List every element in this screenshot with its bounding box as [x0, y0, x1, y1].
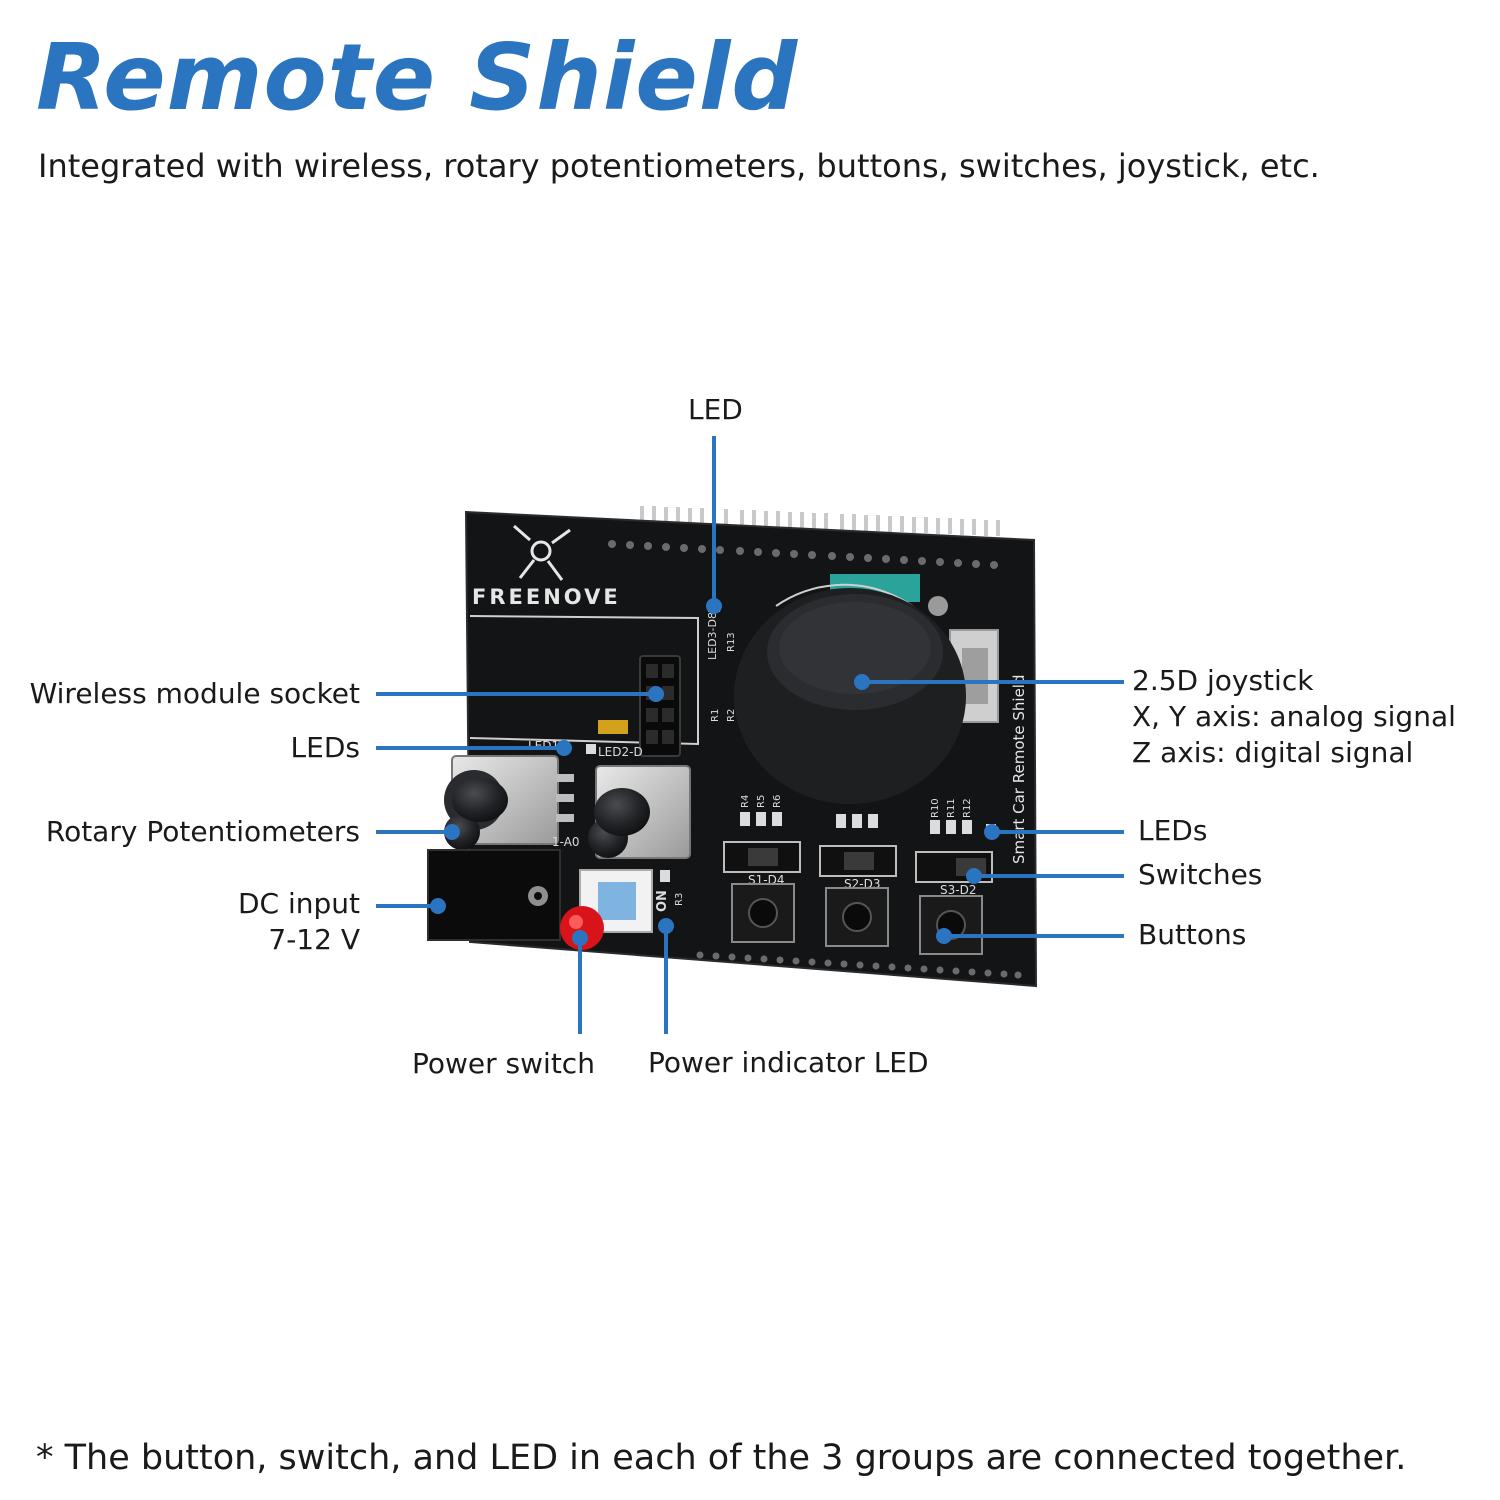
svg-text:R4: R4 — [740, 795, 751, 808]
led2 — [586, 744, 596, 754]
svg-text:R5: R5 — [756, 795, 767, 808]
leader-lines — [376, 436, 1124, 1034]
wireless-module-outline — [469, 615, 699, 746]
label-rotary-potentiometers: Rotary Potentiometers — [45, 815, 360, 848]
tactile-buttons — [731, 883, 983, 955]
page-subtitle: Integrated with wireless, rotary potenti… — [38, 147, 1320, 185]
svg-text:R6: R6 — [772, 795, 783, 808]
power-switch-body — [560, 869, 653, 950]
rotary-potentiometer-1 — [444, 755, 574, 850]
brand-text: FREENOVE — [472, 585, 621, 609]
label-wireless-module-socket: Wireless module socket — [29, 677, 360, 710]
svg-text:R2: R2 — [726, 709, 737, 722]
footnote: * The button, switch, and LED in each of… — [36, 1438, 1407, 1478]
svg-text:R1: R1 — [710, 709, 721, 722]
bottom-holes — [696, 951, 1022, 979]
svg-text:R12: R12 — [962, 798, 973, 818]
rotary-potentiometer-2 — [588, 765, 691, 859]
header-pins — [640, 506, 1000, 536]
capacitor — [598, 720, 628, 734]
joystick-module — [734, 574, 999, 804]
svg-text:ON: ON — [655, 890, 670, 912]
svg-text:LED3-D8: LED3-D8 — [706, 612, 719, 660]
label-power-switch: Power switch — [412, 1047, 595, 1080]
svg-text:1-A0: 1-A0 — [552, 835, 580, 849]
label-dc-input: DC input 7-12 V — [237, 887, 360, 956]
label-power-indicator-led: Power indicator LED — [648, 1046, 929, 1079]
svg-text:R3: R3 — [674, 893, 685, 906]
label-leds-right: LEDs — [1138, 814, 1208, 847]
wireless-socket — [639, 655, 681, 757]
svg-text:R13: R13 — [726, 632, 737, 652]
label-switches: Switches — [1138, 858, 1263, 891]
header-holes — [608, 540, 998, 569]
svg-text:Smart Car Remote Shield: Smart Car Remote Shield — [1010, 675, 1028, 865]
page-title: Remote Shield — [36, 24, 799, 131]
freenove-logo-icon — [513, 524, 571, 581]
label-leds-left: LEDs — [290, 731, 360, 764]
svg-text:R11: R11 — [946, 798, 957, 818]
power-led — [660, 870, 670, 882]
dc-jack — [427, 849, 561, 941]
label-buttons: Buttons — [1138, 918, 1247, 951]
svg-text:S3-D2: S3-D2 — [940, 883, 976, 897]
svg-text:LED2-D: LED2-D — [598, 745, 643, 759]
label-joystick: 2.5D joystick X, Y axis: analog signal Z… — [1132, 664, 1456, 769]
svg-text:R10: R10 — [930, 798, 941, 818]
label-led: LED — [688, 393, 743, 426]
